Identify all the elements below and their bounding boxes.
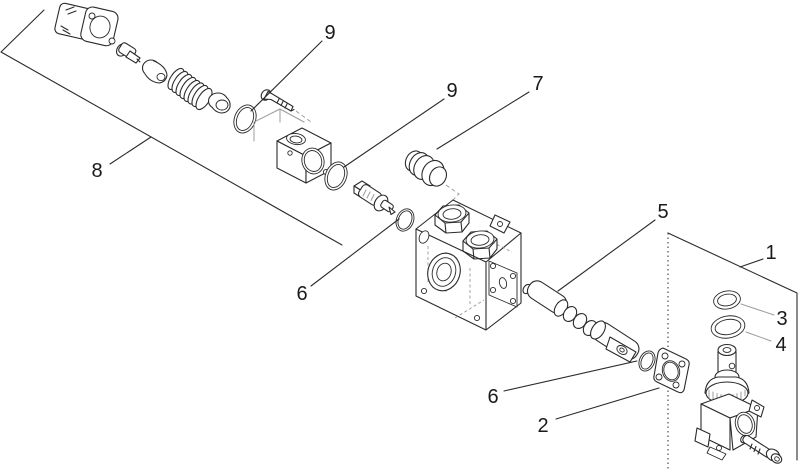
solenoid-valve-body — [253, 108, 332, 184]
callout-label-5: 5 — [657, 201, 668, 223]
spring-cap — [207, 92, 231, 114]
o-ring-3 — [713, 290, 741, 310]
callout-label-1: 1 — [765, 242, 776, 264]
valve-spring — [167, 67, 213, 111]
callout-label-9b: 9 — [446, 80, 457, 102]
hex-plug — [404, 150, 464, 211]
assembly-bracket-8 — [0, 9, 343, 246]
o-ring-9b — [324, 161, 348, 191]
callout-label-2: 2 — [537, 415, 548, 437]
callout-label-9a: 9 — [324, 22, 335, 44]
callout-label-7: 7 — [532, 73, 543, 95]
callout-label-3: 3 — [776, 308, 787, 330]
mounting-gasket — [653, 347, 690, 394]
pressure-cartridge — [353, 180, 396, 216]
valve-spool — [522, 280, 640, 363]
o-ring-9a — [233, 104, 257, 134]
callout-label-8: 8 — [91, 160, 102, 182]
relief-valve — [694, 343, 765, 461]
callout-label-6b: 6 — [487, 386, 498, 408]
leader-lines — [109, 40, 775, 420]
solenoid-poppet — [115, 42, 141, 64]
mounting-bolt — [740, 434, 783, 464]
callout-label-6a: 6 — [296, 283, 307, 305]
callout-label-4: 4 — [775, 334, 786, 356]
solenoid-coil — [54, 2, 119, 47]
mounting-screw — [260, 89, 312, 123]
o-ring-6b — [638, 350, 656, 372]
valve-seat — [141, 59, 168, 84]
o-ring-6a — [395, 208, 415, 232]
main-valve-block — [415, 199, 522, 331]
o-ring-4 — [710, 315, 746, 339]
